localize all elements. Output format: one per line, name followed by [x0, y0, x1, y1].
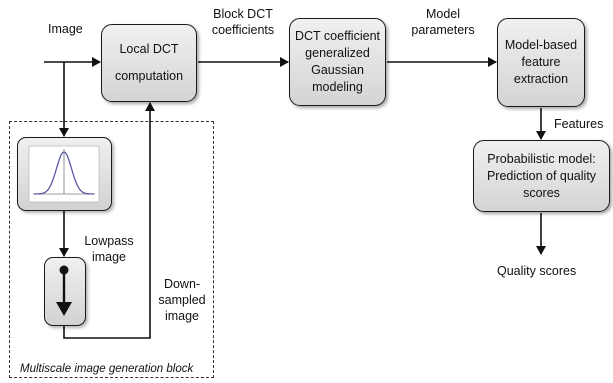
gaussian-curve: [34, 151, 94, 195]
model-params-line-1: Model: [425, 7, 461, 21]
probabilistic-line-3: scores: [523, 185, 560, 200]
image-label: Image: [48, 22, 83, 36]
probabilistic-line-1: Probabilistic model:: [487, 151, 596, 166]
downsampler-block: [44, 257, 86, 326]
feature-line-3: extraction: [513, 72, 569, 86]
feature-line-1: Model-based: [504, 38, 578, 52]
lowpass-label: Lowpass image: [82, 233, 136, 265]
gaussian-curve-icon: [28, 145, 100, 203]
gaussian-line-4: modeling: [312, 80, 363, 94]
block-dct-line-1: Block DCT: [213, 7, 273, 21]
model-params-line-2: parameters: [411, 23, 475, 37]
downsampled-line-1: Down-: [163, 277, 201, 291]
block-dct-label: Block DCT coefficients: [200, 6, 286, 38]
downsampled-label: Down- sampled image: [154, 276, 210, 324]
multiscale-caption: Multiscale image generation block: [20, 363, 194, 375]
gaussian-line-1: DCT coefficient: [295, 29, 380, 43]
quality-scores-label: Quality scores: [497, 264, 577, 278]
probabilistic-model-block: Probabilistic model: Prediction of quali…: [473, 140, 610, 212]
multiscale-group-box: [9, 121, 214, 378]
feature-extraction-block: Model-based feature extraction: [497, 18, 585, 107]
local-dct-block: Local DCT computation: [101, 24, 197, 102]
features-label: Features: [554, 117, 604, 131]
gaussian-line-3: Gaussian: [311, 63, 364, 77]
local-dct-line-1: Local DCT: [119, 42, 179, 56]
downsampled-line-3: image: [164, 309, 200, 323]
feature-line-2: feature: [521, 55, 561, 69]
lowpass-line-1: Lowpass: [84, 234, 134, 248]
gaussian-model-block: DCT coefficient generalized Gaussian mod…: [289, 18, 386, 106]
gaussian-line-2: generalized: [305, 46, 370, 60]
probabilistic-line-2: Prediction of quality: [486, 168, 597, 183]
block-dct-line-2: coefficients: [211, 23, 275, 37]
lowpass-filter-block: [17, 137, 112, 211]
model-params-label: Model parameters: [400, 6, 486, 38]
lowpass-line-2: image: [91, 250, 127, 264]
arrow-downsample-feedback: [63, 102, 155, 339]
downsample-arrow-icon: [56, 265, 72, 316]
downsampled-line-2: sampled: [158, 293, 206, 307]
local-dct-line-2: computation: [114, 69, 184, 83]
